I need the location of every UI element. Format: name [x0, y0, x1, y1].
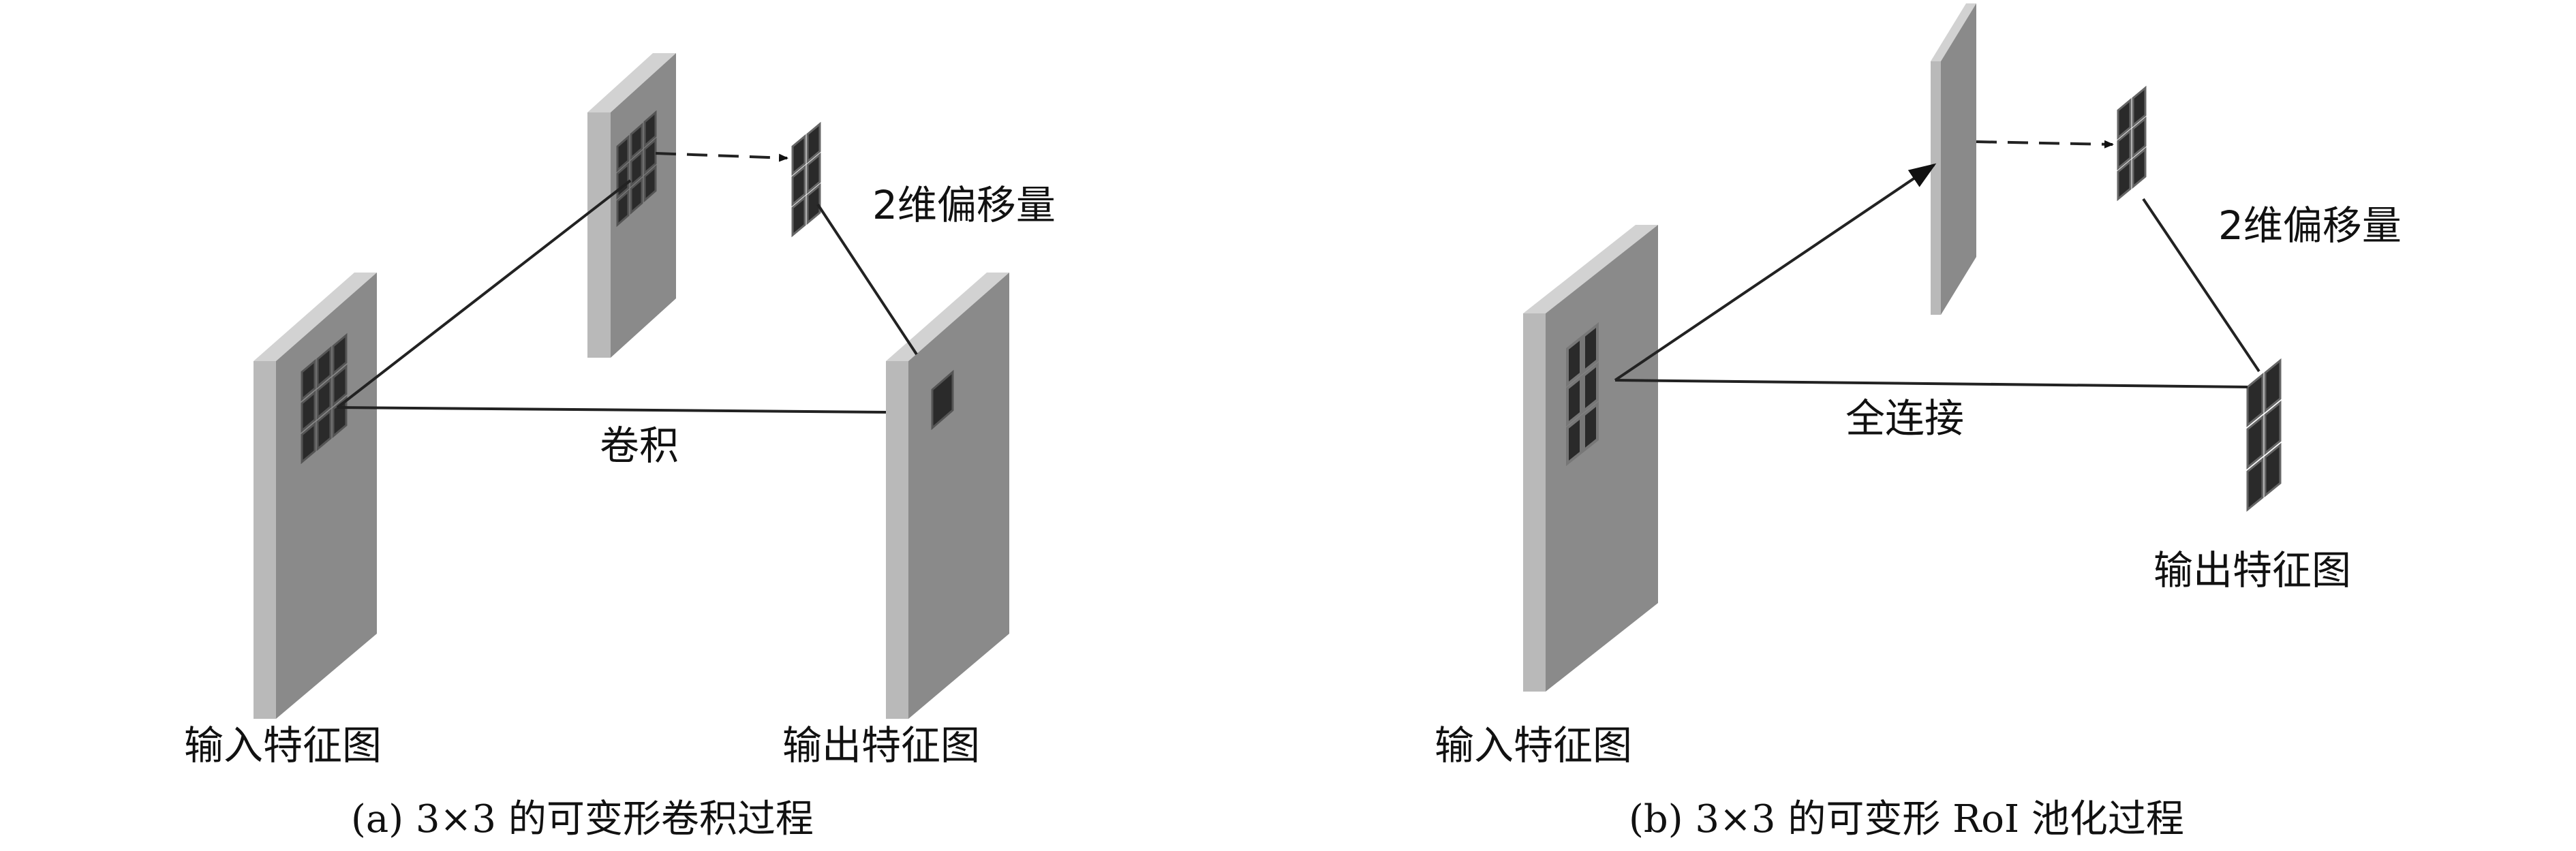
connections-b	[1614, 140, 2260, 388]
offset-label-a: 2维偏移量	[872, 182, 1056, 228]
arrow-to-fc-b	[1614, 163, 1937, 382]
caption-b: (b) 3×3 的可变形 RoI 池化过程	[1629, 797, 2184, 841]
output-label-b: 输出特征图	[2153, 547, 2352, 593]
panel-a	[254, 53, 1009, 719]
input-label-a: 输入特征图	[184, 722, 382, 769]
output-label-a: 输出特征图	[782, 722, 981, 769]
output-feature-map-a	[886, 273, 1009, 719]
fc-label-b: 全连接	[1845, 395, 1965, 442]
panel-b	[1523, 3, 2282, 692]
caption-a: (a) 3×3 的可变形卷积过程	[351, 797, 814, 841]
dashed-arrow-a	[655, 152, 788, 162]
input-feature-map-a	[254, 273, 377, 719]
input-label-b: 输入特征图	[1435, 722, 1633, 769]
fc-feature-b	[1931, 3, 1976, 315]
offset-label-b: 2维偏移量	[2218, 202, 2402, 249]
offset-field-a	[587, 53, 676, 358]
offset-2d-grid-b	[2117, 85, 2147, 202]
output-feature-map-b	[2246, 358, 2282, 512]
conv-label-a: 卷积	[600, 422, 679, 469]
offset-grid-a	[616, 110, 657, 228]
input-roi-grid-b	[1566, 322, 1599, 467]
connections-a	[336, 152, 918, 414]
output-pixel-a	[931, 369, 954, 431]
offset-2d-grid-a	[791, 121, 821, 238]
input-kernel-grid-a	[301, 332, 348, 465]
input-feature-map-b	[1523, 225, 1658, 692]
dashed-arrow-b	[1976, 140, 2114, 149]
